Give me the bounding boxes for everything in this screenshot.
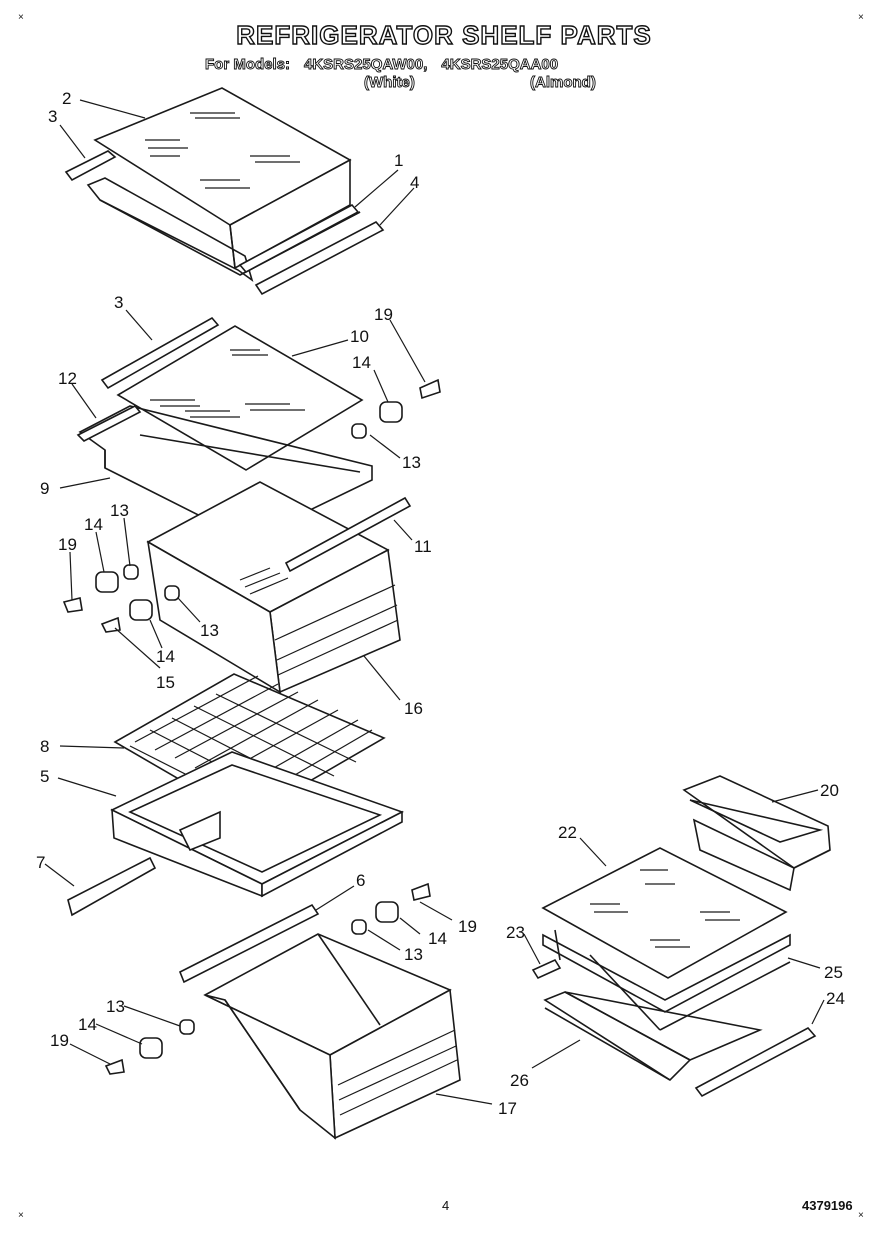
models-prefix: For Models: bbox=[205, 56, 291, 74]
corner-mark-bottom-left: × bbox=[18, 1210, 24, 1221]
roller-assembly-bottom-right bbox=[351, 882, 431, 935]
corner-mark-top-right: × bbox=[858, 12, 864, 23]
end-cap-part-23 bbox=[531, 958, 562, 980]
callout-3-mid: 3 bbox=[114, 293, 123, 312]
roller-assembly-left-lower bbox=[100, 585, 180, 633]
model-almond: 4KSRS25QAA00 bbox=[441, 56, 559, 74]
callout-14-left-lower: 14 bbox=[156, 647, 175, 666]
callout-1: 1 bbox=[394, 151, 403, 170]
callout-24: 24 bbox=[826, 989, 845, 1008]
shelf-frame-part-25 bbox=[542, 929, 791, 1031]
roller-assembly-bottom-left bbox=[104, 1019, 195, 1075]
shelf-frame-part-5 bbox=[110, 751, 405, 898]
page-number: 4 bbox=[442, 1198, 450, 1213]
front-rail-part-11 bbox=[284, 496, 412, 573]
front-trim-part-4 bbox=[254, 220, 385, 296]
corner-mark-top-left: × bbox=[18, 12, 24, 23]
callout-14-left-upper: 14 bbox=[84, 515, 103, 534]
callout-3-top: 3 bbox=[48, 107, 57, 126]
side-rail-part-7 bbox=[67, 856, 157, 917]
callout-22: 22 bbox=[558, 823, 577, 842]
page-title: REFRIGERATOR SHELF PARTS bbox=[236, 19, 652, 50]
model-white: 4KSRS25QAW00, bbox=[304, 56, 428, 74]
side-rail-part-12 bbox=[76, 404, 142, 442]
top-right-trim-part-1 bbox=[238, 203, 360, 274]
callout-14-right-upper: 14 bbox=[352, 353, 371, 372]
callout-labels: 2 3 1 4 3 10 19 14 13 12 9 11 13 14 19 1… bbox=[36, 89, 845, 1118]
callout-26: 26 bbox=[510, 1071, 529, 1090]
document-number: 4379196 bbox=[802, 1198, 853, 1213]
corner-mark-bottom-right: × bbox=[858, 1210, 864, 1221]
callout-13-right-lower: 13 bbox=[404, 945, 423, 964]
callout-19-left-upper: 19 bbox=[58, 535, 77, 554]
callout-15: 15 bbox=[156, 673, 175, 692]
glass-shelf-part-10 bbox=[116, 325, 364, 471]
callout-2: 2 bbox=[62, 89, 71, 108]
callout-6: 6 bbox=[356, 871, 365, 890]
top-left-trim-part-3 bbox=[64, 150, 117, 182]
callout-17: 17 bbox=[498, 1099, 517, 1118]
callout-19-right-lower: 19 bbox=[458, 917, 477, 936]
callout-13-bottom-left: 13 bbox=[106, 997, 125, 1016]
trim-part-24 bbox=[694, 1026, 817, 1098]
callout-11: 11 bbox=[414, 537, 432, 556]
callout-19-bottom-left: 19 bbox=[50, 1031, 69, 1050]
callout-5: 5 bbox=[40, 767, 49, 786]
glass-shelf-part-22 bbox=[541, 847, 788, 979]
callout-7: 7 bbox=[36, 853, 45, 872]
callout-12: 12 bbox=[58, 369, 77, 388]
left-rail-part-3 bbox=[100, 316, 220, 390]
rail-part-26 bbox=[543, 991, 763, 1082]
finish-white: (White) bbox=[364, 74, 416, 92]
crisper-drawer-part-16 bbox=[146, 481, 401, 694]
rail-part-6 bbox=[178, 903, 320, 984]
leader-lines bbox=[44, 99, 825, 1105]
callout-8: 8 bbox=[40, 737, 49, 756]
roller-assembly-left-upper bbox=[62, 564, 139, 613]
finish-almond: (Almond) bbox=[530, 74, 597, 92]
model-list: For Models: 4KSRS25QAW00, 4KSRS25QAA00 bbox=[205, 56, 572, 74]
callout-13-right-upper: 13 bbox=[402, 453, 421, 472]
callout-20: 20 bbox=[820, 781, 839, 800]
callout-16: 16 bbox=[404, 699, 423, 718]
callout-10: 10 bbox=[350, 327, 369, 346]
callout-23: 23 bbox=[506, 923, 525, 942]
callout-14-bottom-left: 14 bbox=[78, 1015, 97, 1034]
roller-assembly-right bbox=[351, 378, 441, 439]
top-glass-shelf bbox=[93, 87, 352, 270]
crisper-drawer-part-17 bbox=[203, 933, 461, 1140]
callout-19-right-upper: 19 bbox=[374, 305, 393, 324]
door-bin-part-20 bbox=[682, 775, 831, 892]
callout-9: 9 bbox=[40, 479, 49, 498]
callout-13-left-lower: 13 bbox=[200, 621, 219, 640]
callout-25: 25 bbox=[824, 963, 843, 982]
callout-14-right-lower: 14 bbox=[428, 929, 447, 948]
callout-13-left-upper: 13 bbox=[110, 501, 129, 520]
callout-4: 4 bbox=[410, 173, 419, 192]
